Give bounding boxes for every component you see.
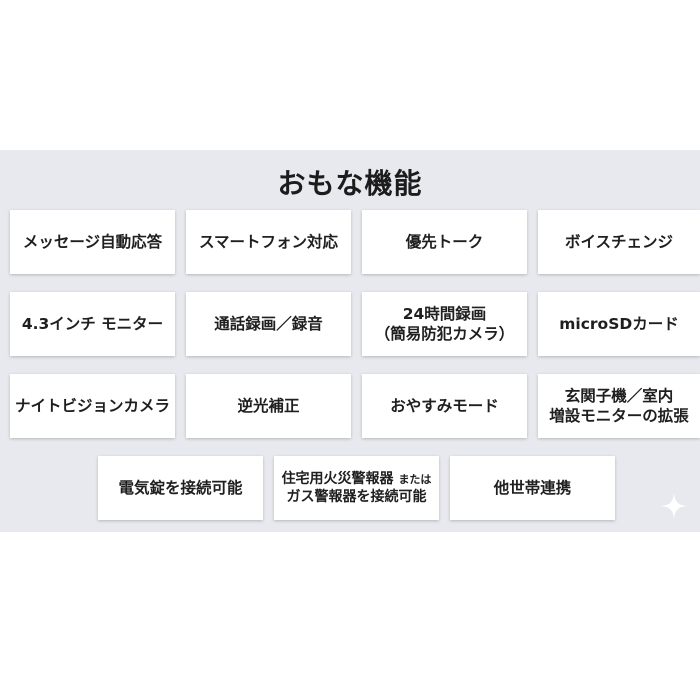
feature-card-voice-change: ボイスチェンジ xyxy=(538,210,700,274)
sparkle-icon xyxy=(661,493,687,519)
feature-card-microsd: microSDカード xyxy=(538,292,700,356)
feature-label-line-2: 増設モニターの拡張 xyxy=(549,407,689,425)
feature-label-line-2: ガス警報器を接続可能 xyxy=(286,489,427,505)
feature-label-line-1: 24時間録画 xyxy=(402,304,487,323)
feature-label-line-2: （簡易防犯カメラ） xyxy=(374,325,515,343)
feature-card-electric-lock: 電気錠を接続可能 xyxy=(98,456,263,520)
feature-label: microSDカード xyxy=(559,314,679,333)
feature-card-monitor: 4.3インチ モニター xyxy=(10,292,175,356)
feature-card-priority-talk: 優先トーク xyxy=(362,210,527,274)
features-panel: おもな機能 メッセージ自動応答 スマートフォン対応 優先トーク ボイスチェンジ … xyxy=(0,150,700,532)
feature-label: 電気錠を接続可能 xyxy=(118,478,243,497)
feature-card-alarms: 住宅用火災警報器 または ガス警報器を接続可能 xyxy=(274,456,439,520)
feature-label: 逆光補正 xyxy=(237,396,300,415)
feature-label: スマートフォン対応 xyxy=(198,232,339,251)
feature-label: 4.3インチ モニター xyxy=(21,314,164,333)
feature-label: メッセージ自動応答 xyxy=(22,232,163,251)
feature-label: ナイトビジョンカメラ xyxy=(14,396,170,415)
feature-label: ボイスチェンジ xyxy=(564,232,674,251)
feature-label-line-1: 住宅用火災警報器 または xyxy=(282,470,432,488)
or-label: または xyxy=(398,472,432,486)
feature-label-line-1: 玄関子機／室内 xyxy=(564,386,674,405)
fire-alarm-label: 住宅用火災警報器 xyxy=(281,470,394,487)
feature-card-auto-reply: メッセージ自動応答 xyxy=(10,210,175,274)
feature-card-24h-recording: 24時間録画 （簡易防犯カメラ） xyxy=(362,292,527,356)
feature-card-recording: 通話録画／録音 xyxy=(186,292,351,356)
feature-label: 他世帯連携 xyxy=(493,478,572,497)
feature-card-night-vision: ナイトビジョンカメラ xyxy=(10,374,175,438)
feature-label: 優先トーク xyxy=(405,232,484,251)
feature-card-backlight: 逆光補正 xyxy=(186,374,351,438)
feature-label: おやすみモード xyxy=(390,396,499,415)
section-title: おもな機能 xyxy=(277,167,423,200)
feature-card-extension: 玄関子機／室内 増設モニターの拡張 xyxy=(538,374,700,438)
feature-card-sleep-mode: おやすみモード xyxy=(362,374,527,438)
feature-card-smartphone: スマートフォン対応 xyxy=(186,210,351,274)
feature-card-multi-household: 他世帯連携 xyxy=(450,456,615,520)
feature-label: 通話録画／録音 xyxy=(214,314,323,333)
